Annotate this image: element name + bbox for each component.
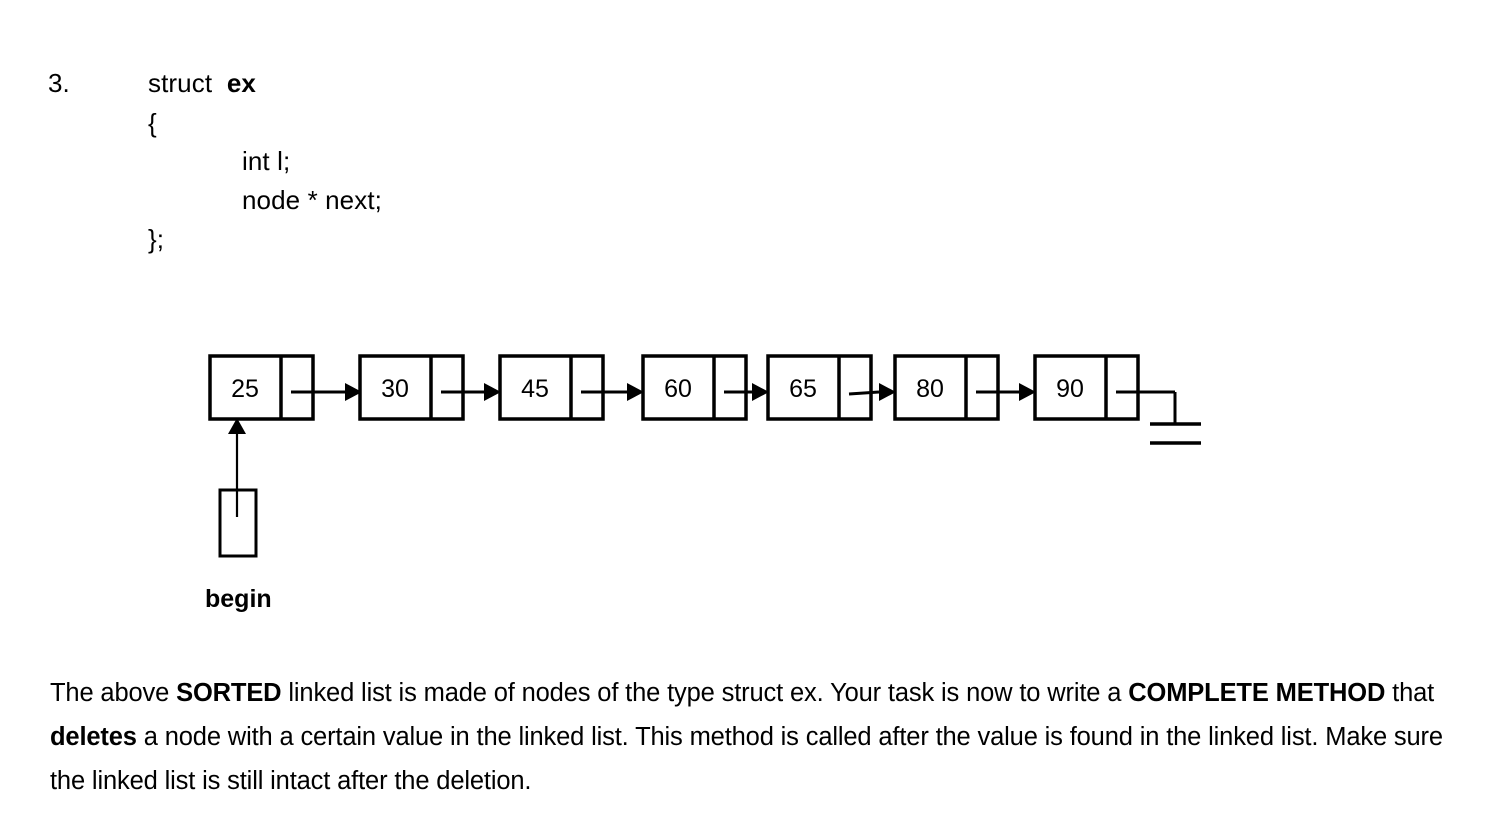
code-line-close-brace: }; (148, 224, 165, 254)
node-value: 65 (789, 375, 817, 403)
node-value: 60 (664, 375, 692, 403)
code-line-open-brace: { (148, 108, 157, 138)
paragraph-bold-complete-method: COMPLETE METHOD (1128, 678, 1386, 707)
list-node: 90 (1033, 354, 1140, 421)
task-description-paragraph: The above SORTED linked list is made of … (50, 671, 1446, 803)
begin-pointer-label: begin (205, 585, 272, 613)
node-value: 80 (916, 375, 944, 403)
list-node: 45 (498, 354, 644, 421)
node-value: 25 (231, 375, 259, 403)
paragraph-bold-deletes: deletes (50, 722, 137, 751)
paragraph-segment-3: that (1385, 678, 1435, 707)
node-value: 30 (381, 375, 409, 403)
paragraph-bold-sorted: SORTED (176, 678, 282, 707)
code-struct-name: ex (226, 68, 256, 98)
node-value: 90 (1056, 375, 1084, 403)
list-node: 65 (766, 354, 896, 421)
begin-pointer-box (218, 418, 258, 558)
list-node: 30 (358, 354, 501, 421)
list-node: 25 (208, 354, 362, 421)
node-value: 45 (521, 375, 549, 403)
question-number: 3. (48, 68, 70, 98)
paragraph-segment-2: linked list is made of nodes of the type… (281, 678, 1129, 707)
list-node: 80 (893, 354, 1036, 421)
list-node: 60 (641, 354, 769, 421)
paragraph-segment-1: The above (50, 678, 177, 707)
null-ground-symbol (1116, 390, 1201, 445)
code-keyword-struct: struct (148, 68, 227, 98)
paragraph-segment-4: a node with a certain value in the linke… (50, 722, 1443, 795)
code-line-struct-declaration: struct ex (148, 68, 256, 98)
code-line-int-member: int l; (242, 146, 291, 176)
code-line-next-pointer-member: node * next; (242, 185, 382, 215)
